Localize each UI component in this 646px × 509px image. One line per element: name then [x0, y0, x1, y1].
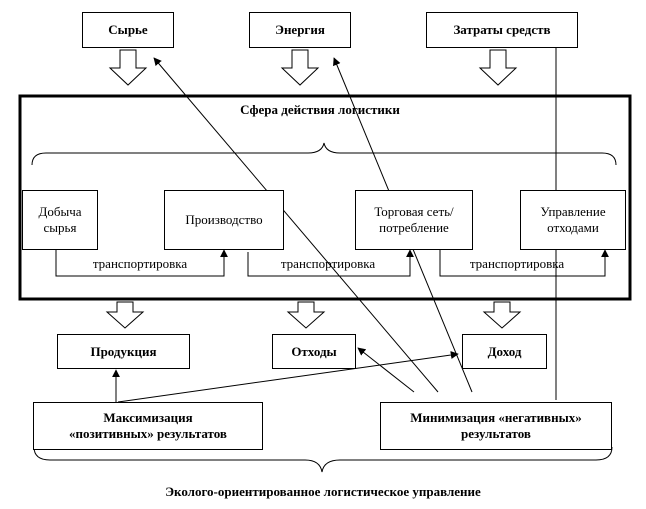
logistics-sphere-frame	[18, 94, 632, 301]
top-brace	[31, 142, 617, 166]
transport-connector-1	[55, 249, 228, 277]
transport-connector-2	[247, 249, 414, 277]
block-arrow-products	[105, 301, 145, 329]
stage-trade: Торговая сеть/ потребление	[355, 190, 473, 250]
block-arrow-raw	[108, 49, 148, 86]
arrow-min-to-raw	[153, 57, 439, 393]
transport-connector-3	[439, 249, 609, 277]
transport-label-2: транспортировка	[280, 256, 376, 271]
block-arrow-income	[482, 301, 522, 329]
block-arrow-waste	[286, 301, 326, 329]
transport-label-1: транспортировка	[92, 256, 188, 271]
bottom-brace	[33, 446, 613, 473]
arrow-min-to-waste	[357, 347, 415, 393]
stage-waste-management: Управление отходами	[520, 190, 626, 250]
minimize-box: Минимизация «негативных» результатов	[380, 402, 612, 450]
waste-box: Отходы	[272, 334, 356, 369]
sphere-title: Сфера действия логистики	[240, 102, 400, 117]
income-box: Доход	[462, 334, 547, 369]
block-arrow-energy	[280, 49, 320, 86]
energy-box: Энергия	[249, 12, 351, 48]
transport-label-3: транспортировка	[469, 256, 565, 271]
raw-materials-box: Сырье	[82, 12, 174, 48]
footer-caption: Эколого-ориентированное логистическое уп…	[165, 484, 481, 499]
block-arrow-costs	[478, 49, 518, 86]
stage-production: Производство	[164, 190, 284, 250]
maximize-box: Максимизация «позитивных» результатов	[33, 402, 263, 450]
arrow-max-to-income	[117, 351, 459, 403]
products-box: Продукция	[57, 334, 190, 369]
costs-box: Затраты средств	[426, 12, 578, 48]
stage-extraction: Добыча сырья	[22, 190, 98, 250]
